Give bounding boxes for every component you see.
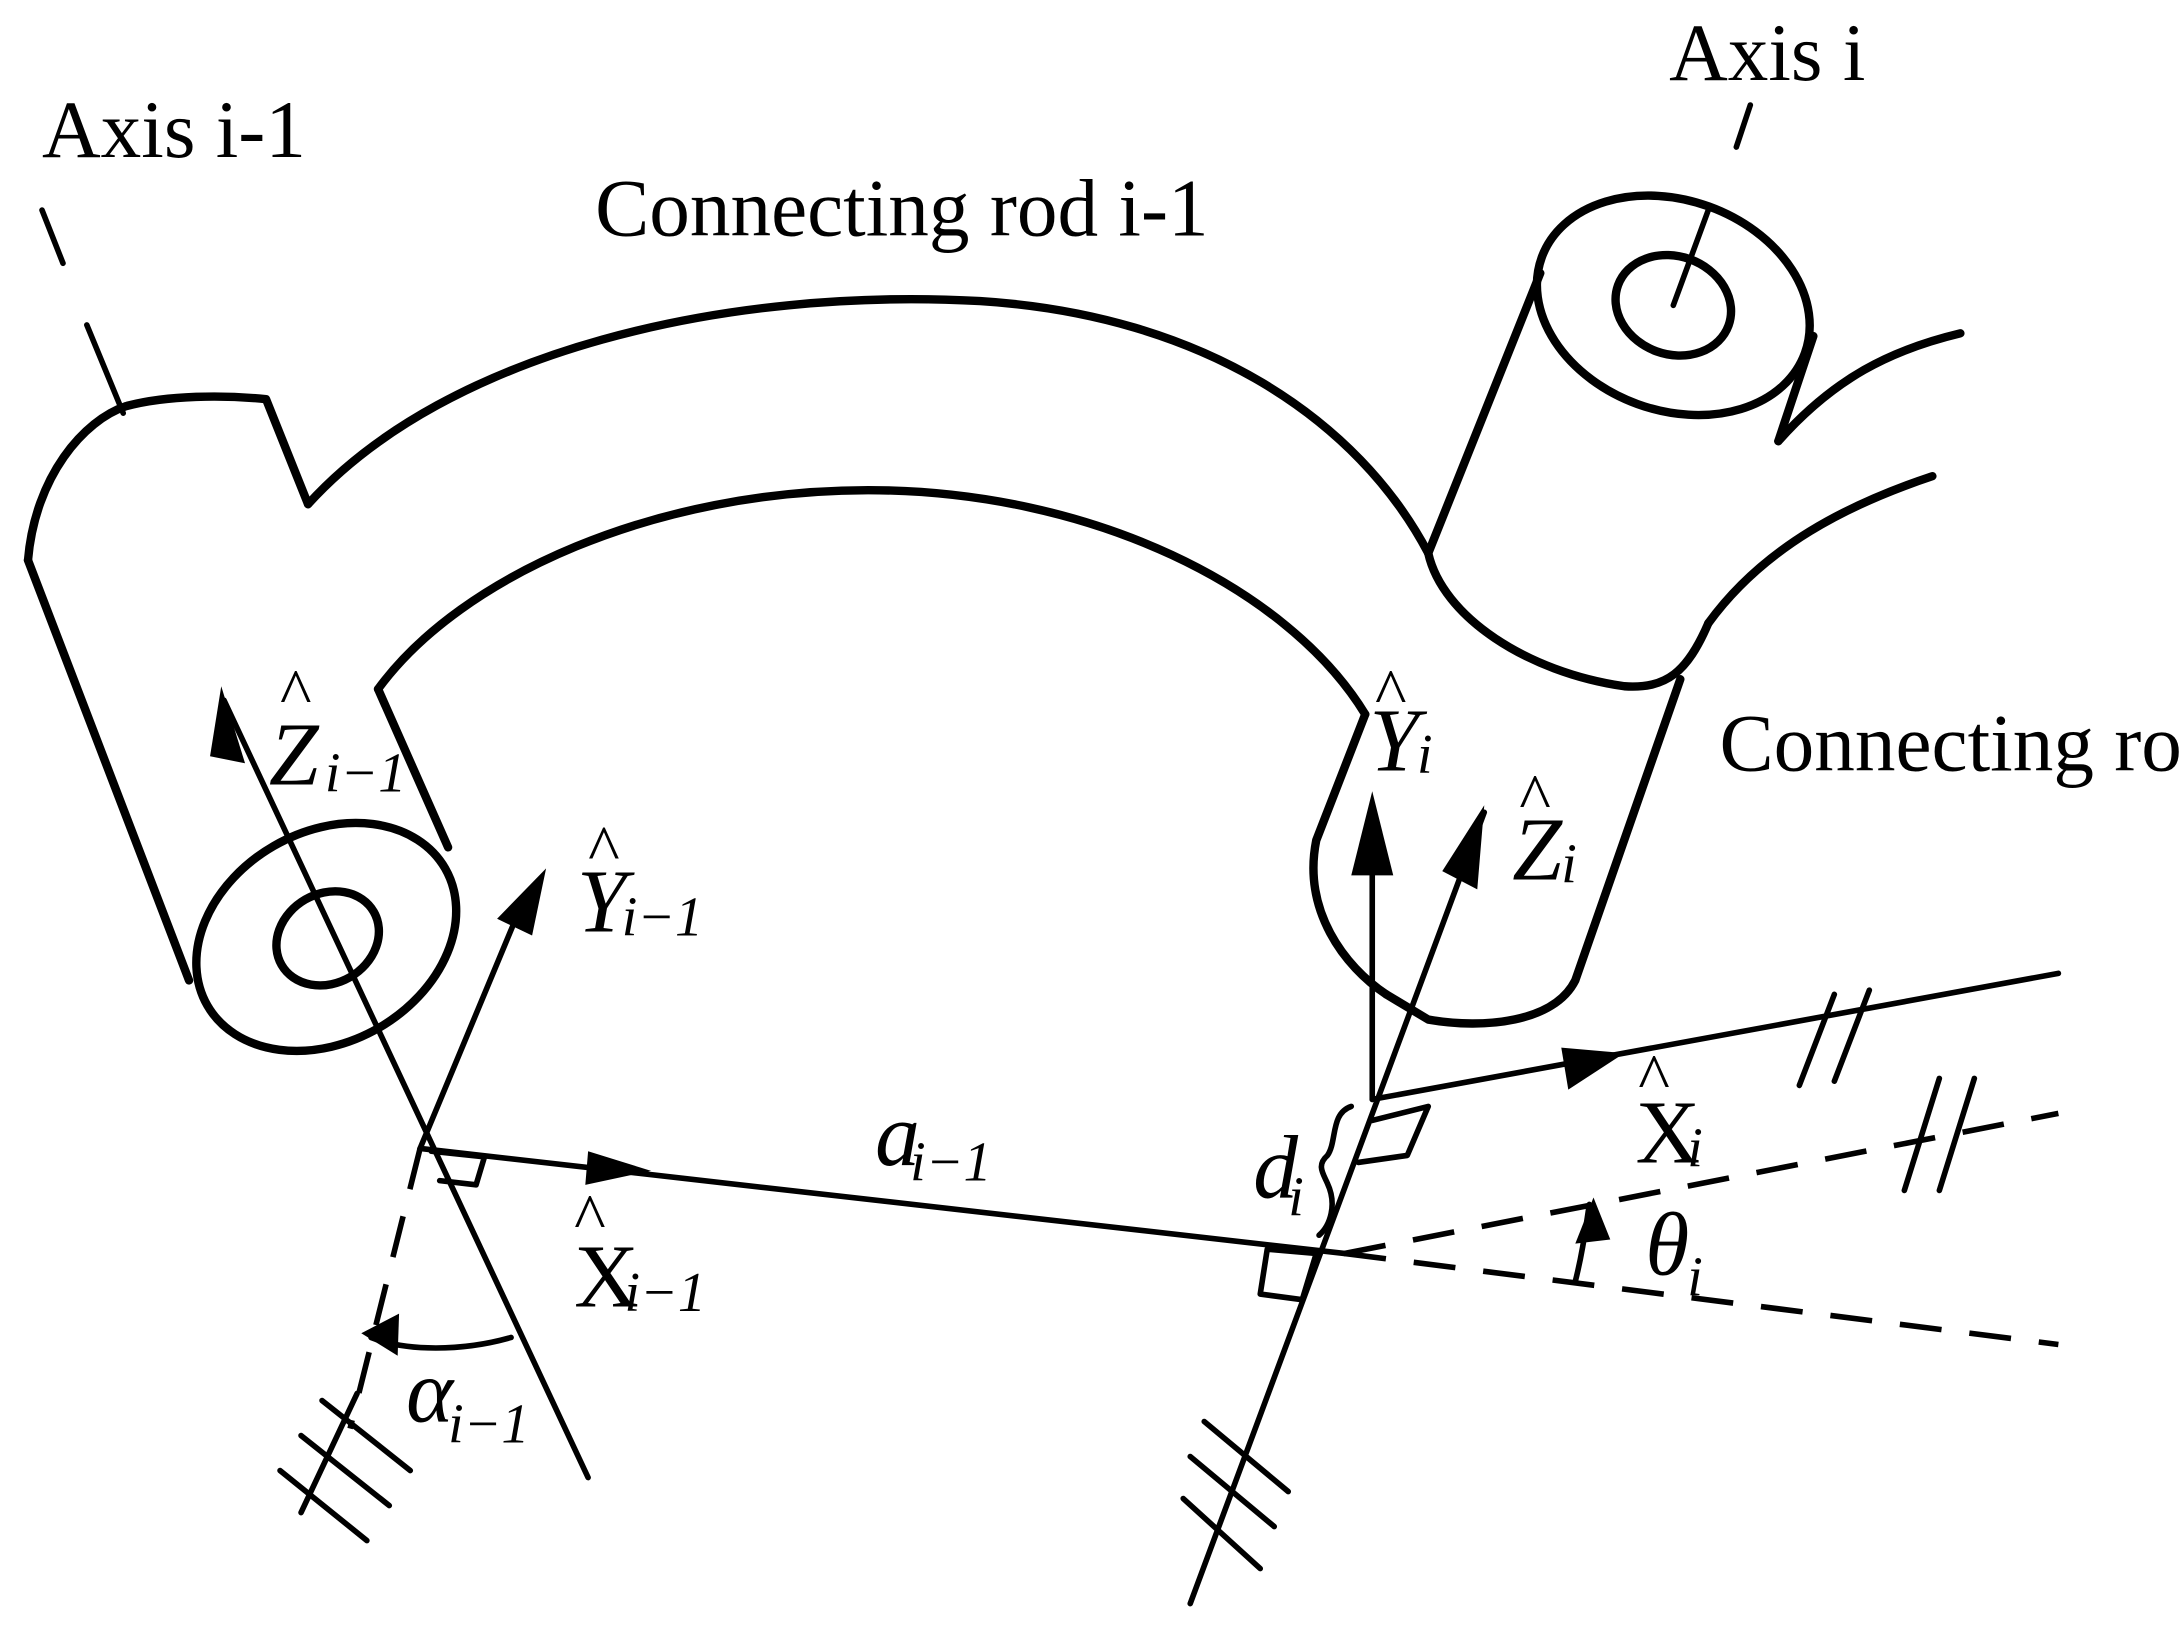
axis-prev-line: [39, 207, 591, 1544]
axis-curr-line: [1180, 102, 1754, 1607]
svg-text:d: d: [1253, 1118, 1299, 1217]
link-curr-body: [1382, 191, 1965, 1028]
symbol-y-prev: ^ Y i−1: [577, 811, 703, 951]
svg-text:θ: θ: [1645, 1195, 1689, 1294]
symbol-y-curr: ^ Y i: [1369, 654, 1432, 790]
svg-text:^: ^: [1638, 1039, 1670, 1114]
symbol-z-curr: ^ Z i: [1512, 759, 1577, 899]
link-prev-body: [23, 295, 1433, 1056]
symbol-theta-curr: θ i: [1645, 1195, 1703, 1308]
svg-text:i−1: i−1: [448, 1394, 529, 1456]
symbol-d-curr: d i: [1253, 1118, 1304, 1228]
svg-text:i: i: [1687, 1118, 1703, 1180]
svg-text:i: i: [1561, 833, 1577, 895]
svg-text:i−1: i−1: [910, 1132, 991, 1194]
frame-curr-arrows: [1257, 791, 2062, 1348]
svg-text:X: X: [1635, 1083, 1700, 1182]
svg-text:i−1: i−1: [625, 1262, 706, 1324]
symbol-x-curr: ^ X i: [1635, 1039, 1702, 1182]
svg-text:i: i: [1417, 724, 1433, 786]
symbol-a-prev: a i−1: [875, 1086, 991, 1193]
label-rod-prev: Connecting rod i-1: [595, 163, 1208, 253]
svg-text:^: ^: [1375, 654, 1407, 729]
symbol-z-prev: ^ Z i−1: [269, 654, 406, 804]
svg-text:a: a: [875, 1086, 920, 1185]
svg-text:i−1: i−1: [622, 887, 703, 949]
text-labels: Axis i-1 Axis i Connecting rod i-1 Conne…: [42, 8, 2183, 1456]
label-axis-curr: Axis i: [1669, 8, 1865, 98]
svg-text:^: ^: [574, 1179, 606, 1254]
frame-prev-arrows: [210, 686, 1348, 1356]
svg-text:Y: Y: [577, 852, 635, 951]
svg-text:Z: Z: [1512, 801, 1563, 900]
svg-text:Z: Z: [269, 705, 320, 804]
svg-text:X: X: [574, 1228, 639, 1327]
symbol-alpha-prev: α i−1: [406, 1343, 529, 1456]
svg-text:α: α: [406, 1343, 455, 1442]
svg-text:i: i: [1288, 1167, 1304, 1229]
label-axis-prev: Axis i-1: [42, 85, 306, 175]
svg-text:i−1: i−1: [325, 742, 406, 804]
svg-text:i: i: [1687, 1246, 1703, 1308]
symbol-x-prev: ^ X i−1: [574, 1179, 706, 1326]
label-rod-curr: Connecting rod i: [1720, 698, 2183, 788]
svg-text:^: ^: [280, 654, 312, 729]
svg-text:^: ^: [588, 811, 620, 886]
svg-text:^: ^: [1519, 759, 1551, 834]
svg-text:Y: Y: [1369, 691, 1427, 790]
